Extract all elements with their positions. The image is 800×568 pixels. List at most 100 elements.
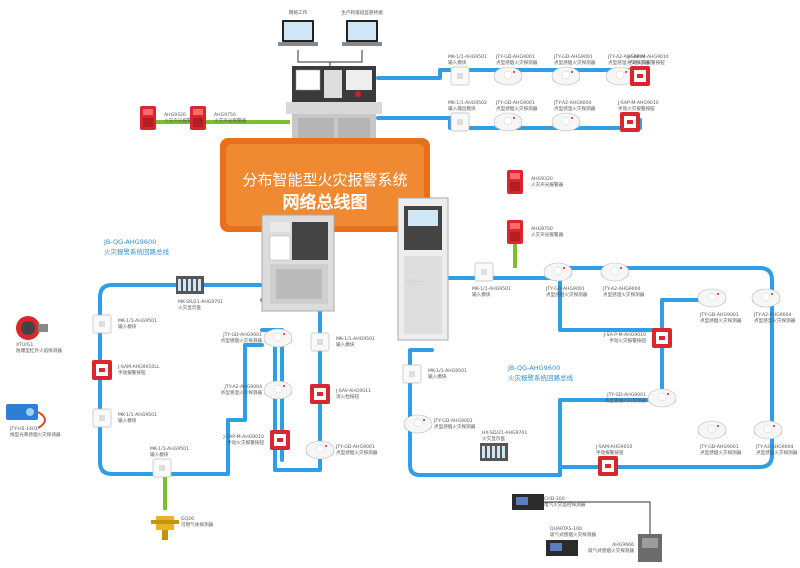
control-desk: [286, 66, 382, 148]
left-bus-desc: 火灾报警系统回路总线: [104, 247, 170, 256]
laptop-right: 生产和值班监管终端: [341, 9, 383, 46]
right-panel-cabinet: detie: [397, 197, 449, 341]
right-loop-bus: [408, 266, 774, 477]
left-bus-model: JB-QG-AHG9600: [103, 238, 156, 246]
title-box: 分布智能型火灾报警系统 网络总线图: [220, 138, 430, 232]
pc-link-right: [330, 50, 363, 63]
laptop-right-label: 生产和值班监管终端: [341, 9, 383, 16]
right-bus-desc: 火灾报警系统回路总线: [508, 373, 574, 382]
laptop-left-label: 网络工作: [289, 9, 308, 16]
title-line1: 分布智能型火灾报警系统: [242, 171, 407, 189]
left-panel-cabinet: [261, 214, 335, 312]
watermark: detie: [405, 278, 425, 287]
title-line2: 网络总线图: [283, 192, 368, 213]
right-bus-label: JB-QG-AHG9600 火灾报警系统回路总线: [507, 364, 574, 382]
laptop-left: 网络工作: [278, 9, 318, 46]
right-bus-model: JB-QG-AHG9600: [507, 364, 560, 372]
right-riser: [660, 298, 702, 332]
